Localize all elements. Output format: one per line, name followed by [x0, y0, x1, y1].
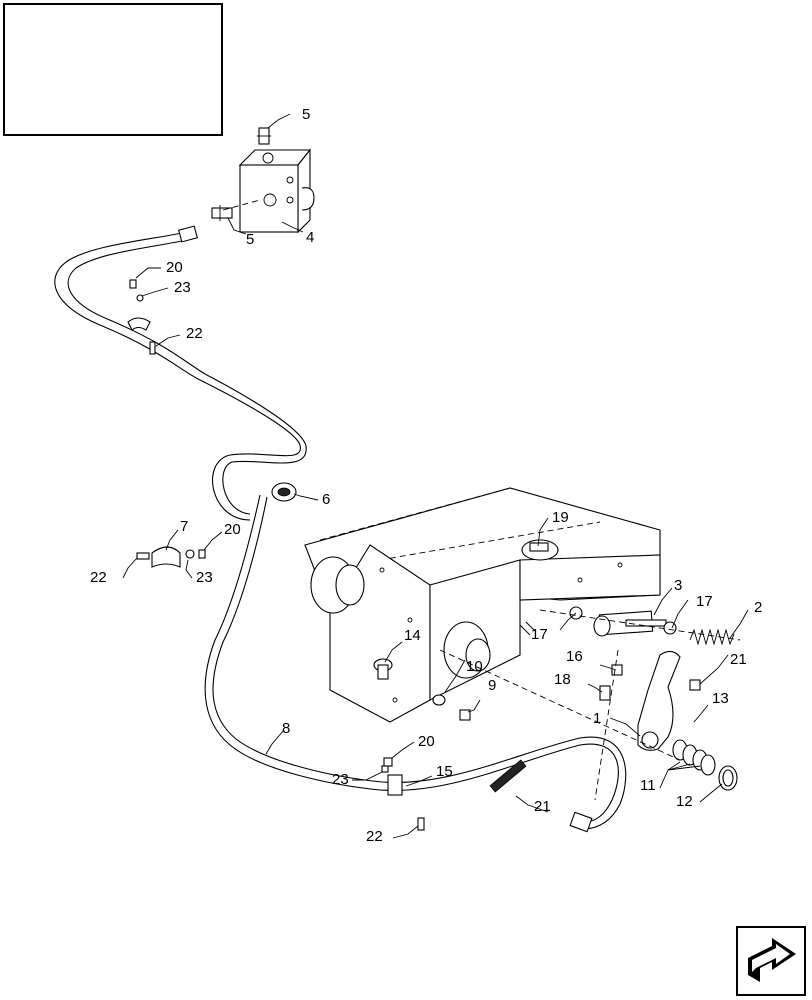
callout-9: 9 — [488, 677, 496, 694]
washers — [432, 694, 471, 721]
next-page-arrow-icon[interactable] — [736, 926, 806, 996]
callout-23: 23 — [332, 771, 349, 788]
clamp-upper — [127, 279, 156, 355]
callout-19: 19 — [552, 509, 569, 526]
callout-13: 13 — [712, 690, 729, 707]
callout-7: 7 — [180, 518, 188, 535]
pin-21 — [489, 759, 527, 793]
callout-22: 22 — [90, 569, 107, 586]
pedal-frame — [304, 487, 661, 723]
bushings — [672, 739, 738, 791]
callout-23: 23 — [174, 279, 191, 296]
callout-2: 2 — [754, 599, 762, 616]
callout-20: 20 — [166, 259, 183, 276]
clamp-mid — [136, 546, 206, 568]
cylinder — [569, 606, 677, 637]
leader-lines — [122, 113, 749, 839]
bolt-19 — [521, 539, 559, 561]
callout-5: 5 — [246, 231, 254, 248]
callout-11: 11 — [640, 777, 656, 794]
callout-1: 1 — [593, 710, 601, 727]
callout-18: 18 — [554, 671, 571, 688]
callout-21: 21 — [534, 798, 551, 815]
callout-4: 4 — [306, 229, 314, 246]
bolt-14 — [373, 658, 393, 680]
callouts: 5 5 4 20 23 22 6 7 20 22 23 19 3 17 2 17… — [90, 106, 762, 845]
callout-10: 10 — [466, 658, 483, 675]
title-block — [3, 3, 223, 136]
callout-3: 3 — [674, 577, 682, 594]
callout-17: 17 — [531, 626, 548, 643]
callout-20: 20 — [418, 733, 435, 750]
pedal-arm — [637, 650, 701, 751]
hose — [54, 225, 627, 833]
valve-block — [211, 127, 315, 234]
callout-12: 12 — [676, 793, 693, 810]
callout-14: 14 — [404, 627, 421, 644]
callout-17: 17 — [696, 593, 713, 610]
grommet — [271, 482, 297, 502]
callout-23: 23 — [196, 569, 213, 586]
callout-6: 6 — [322, 491, 330, 508]
spring — [689, 628, 735, 646]
callout-22: 22 — [366, 828, 383, 845]
callout-5: 5 — [302, 106, 310, 123]
callout-16: 16 — [566, 648, 583, 665]
callout-15: 15 — [436, 763, 453, 780]
callout-20: 20 — [224, 521, 241, 538]
clip-15 — [381, 757, 425, 831]
callout-22: 22 — [186, 325, 203, 342]
callout-21: 21 — [730, 651, 747, 668]
fittings — [599, 664, 623, 701]
callout-8: 8 — [282, 720, 290, 737]
